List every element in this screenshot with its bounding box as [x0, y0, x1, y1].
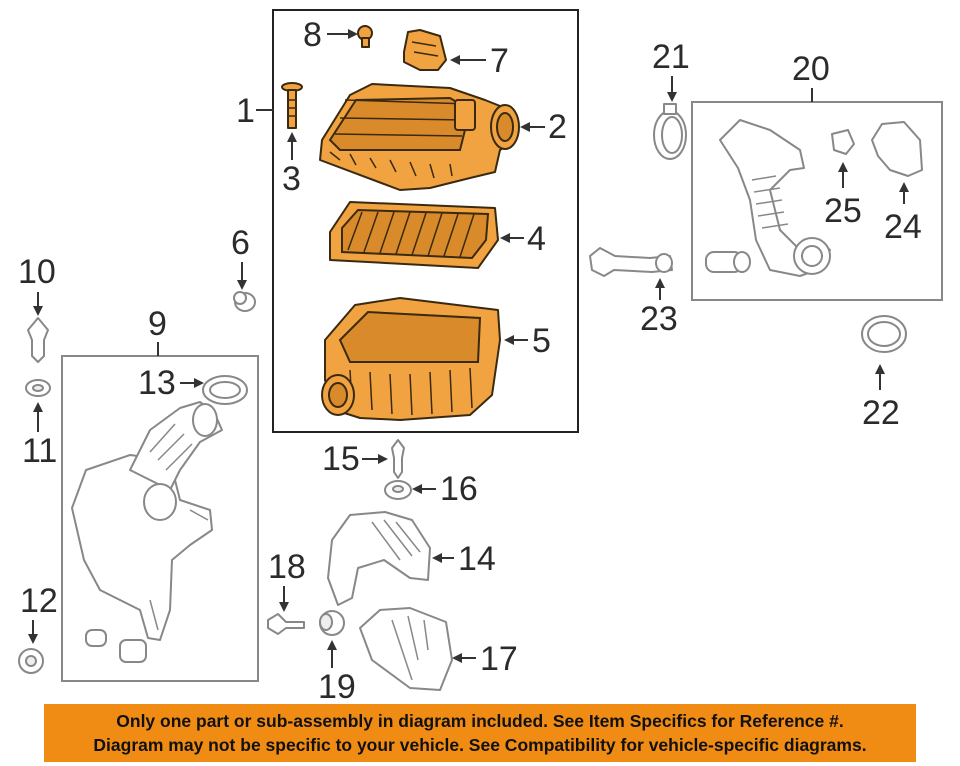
callout-label-14: 14: [458, 540, 496, 578]
callout-label-2: 2: [548, 108, 567, 146]
part-21-clamp: [653, 103, 687, 160]
callout-7: 7: [450, 42, 509, 80]
callout-13: 13: [138, 364, 204, 402]
part-18-clip: [267, 613, 305, 635]
part-7-sensor: [403, 29, 447, 71]
callout-label-19: 19: [318, 668, 356, 700]
callout-8: 8: [303, 16, 358, 54]
callout-4: 4: [500, 220, 546, 258]
part-3-bolt: [281, 82, 303, 129]
callout-label-18: 18: [268, 548, 306, 586]
callout-label-24: 24: [884, 208, 922, 246]
callout-1: 1: [236, 92, 273, 130]
part-9-resonator: [71, 401, 223, 663]
callout-label-3: 3: [282, 160, 301, 198]
part-8-bolt: [357, 25, 373, 48]
callout-21: 21: [652, 38, 690, 102]
callout-label-7: 7: [490, 42, 509, 80]
part-5-cleaner-case: [321, 297, 501, 421]
callout-label-13: 13: [138, 364, 176, 402]
callout-5: 5: [504, 322, 551, 360]
callout-label-12: 12: [20, 582, 58, 620]
callout-11: 11: [22, 402, 57, 470]
callout-22: 22: [862, 364, 900, 432]
disclaimer-line-2: Diagram may not be specific to your vehi…: [93, 735, 867, 755]
callout-17: 17: [452, 640, 518, 678]
part-10-clip: [27, 317, 49, 363]
callout-19: 19: [318, 640, 356, 700]
parts-diagram: 8 7 1 3 2 4 5 6 9: [18, 9, 943, 700]
part-22-clamp: [861, 315, 907, 353]
part-12-grommet: [18, 648, 44, 674]
intake-hose-assembly-frame: [691, 101, 943, 301]
callout-label-9: 9: [148, 305, 167, 343]
callout-label-21: 21: [652, 38, 690, 76]
part-20-hose: [705, 119, 831, 277]
part-19-grommet: [319, 610, 345, 636]
callout-23: 23: [640, 278, 678, 338]
air-cleaner-assembly-frame: [272, 9, 579, 433]
callout-label-16: 16: [440, 470, 478, 508]
callout-label-4: 4: [527, 220, 546, 258]
disclaimer-banner: Only one part or sub-assembly in diagram…: [44, 704, 916, 762]
callout-label-17: 17: [480, 640, 518, 678]
callout-label-25: 25: [824, 192, 862, 230]
callout-label-8: 8: [303, 16, 322, 54]
callout-label-22: 22: [862, 394, 900, 432]
callout-12: 12: [20, 582, 58, 644]
callout-label-23: 23: [640, 300, 678, 338]
callout-25: 25: [824, 162, 862, 230]
part-23-hose: [589, 247, 673, 277]
part-16-washer: [384, 480, 412, 500]
part-17-duct: [359, 607, 453, 691]
callout-label-10: 10: [18, 253, 56, 291]
part-25-clip: [831, 129, 855, 155]
resonator-assembly-frame: [61, 355, 259, 682]
disclaimer-line-1: Only one part or sub-assembly in diagram…: [116, 711, 844, 731]
callout-label-5: 5: [532, 322, 551, 360]
callout-label-1: 1: [236, 92, 255, 130]
callout-18: 18: [268, 548, 306, 612]
callout-label-6: 6: [231, 224, 250, 262]
part-4-air-filter: [329, 201, 499, 269]
callout-label-11: 11: [22, 432, 57, 470]
part-11-washer: [25, 379, 51, 397]
callout-label-20: 20: [792, 50, 830, 88]
part-6-grommet: 6: [231, 224, 256, 312]
callout-10: 10: [18, 253, 56, 316]
callout-14: 14: [432, 540, 496, 578]
callout-24: 24: [884, 182, 922, 246]
callout-16: 16: [412, 470, 478, 508]
callout-label-15: 15: [322, 440, 360, 478]
callout-2: 2: [520, 108, 567, 146]
part-24-cover: [871, 121, 923, 177]
callout-15: 15: [322, 440, 388, 478]
part-2-cleaner-cover: [319, 83, 520, 191]
part-13-seal: [202, 375, 248, 405]
part-14-duct: [327, 511, 431, 606]
part-15-clip: [391, 439, 405, 479]
callout-3: 3: [282, 132, 301, 198]
callout-20: 20: [792, 50, 830, 102]
callout-9: 9: [148, 305, 167, 356]
